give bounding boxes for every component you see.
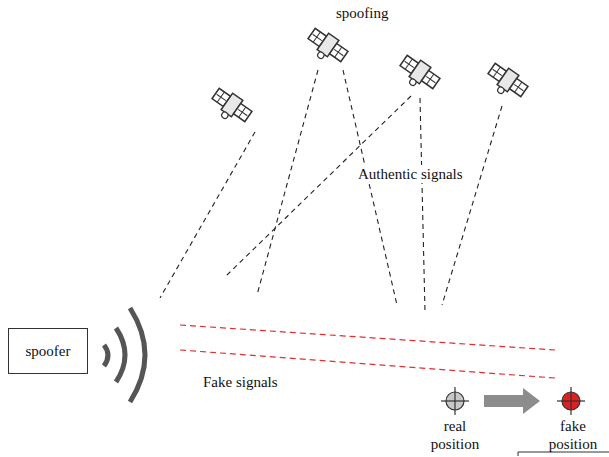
- node-label: spoofer: [26, 342, 71, 360]
- signal-label: Authentic signals: [356, 165, 465, 183]
- fake-position-marker: [557, 387, 585, 415]
- diagram-heading: spoofing: [336, 4, 389, 22]
- fake-signal-lines: [180, 325, 555, 378]
- signal-label: Fake signals: [203, 373, 278, 391]
- satellite: [303, 25, 350, 69]
- frame-fragment: [518, 452, 609, 456]
- position-label: fake position: [542, 417, 604, 453]
- satellite: [395, 52, 442, 96]
- broadcast-waves: [104, 308, 145, 402]
- real-position-marker: [441, 387, 469, 415]
- position-label: real position: [424, 417, 486, 453]
- satellite: [483, 60, 530, 104]
- device-box: spoofer: [8, 328, 88, 374]
- authentic-signal-lines: [160, 70, 502, 312]
- satellite: [207, 85, 254, 129]
- shift-arrow: [484, 388, 540, 414]
